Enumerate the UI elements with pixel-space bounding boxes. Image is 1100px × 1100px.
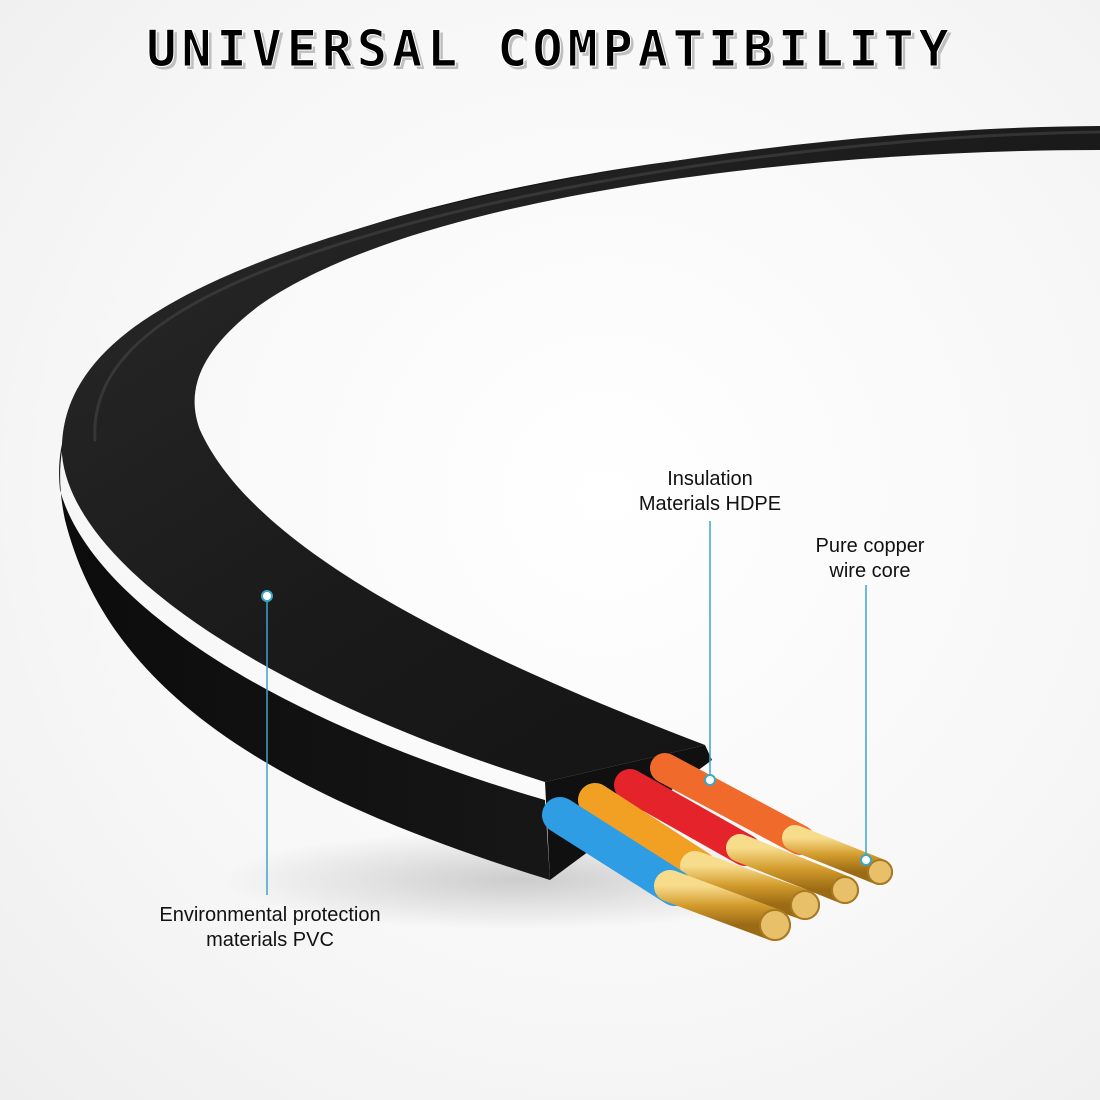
callout-insulation-line1: Insulation [667,468,753,490]
wire-bundle [542,753,893,941]
wire-red [614,769,859,904]
cable-jacket [61,126,1100,782]
leader-lines [261,521,872,895]
callout-copper-line1: Pure copper [815,535,925,557]
wire-blue [542,797,791,941]
cable-highlight [93,130,1100,442]
callout-pvc-line2: materials PVC [206,929,334,951]
wire-orange [650,753,893,885]
callout-insulation: Insulation Materials HDPE [590,467,830,517]
marker-dot-insulation [704,774,716,786]
callout-insulation-line2: Materials HDPE [638,493,782,515]
marker-dot-pvc [261,590,273,602]
callout-pvc-line1: Environmental protection [159,904,381,926]
callout-copper: Pure copper wire core [770,534,970,584]
wire-yellow [578,783,820,920]
callout-copper-line2: wire core [829,560,911,582]
callout-pvc: Environmental protection materials PVC [110,903,430,953]
headline: UNIVERSAL COMPATIBILITY [146,20,954,79]
marker-dot-copper [860,854,872,866]
